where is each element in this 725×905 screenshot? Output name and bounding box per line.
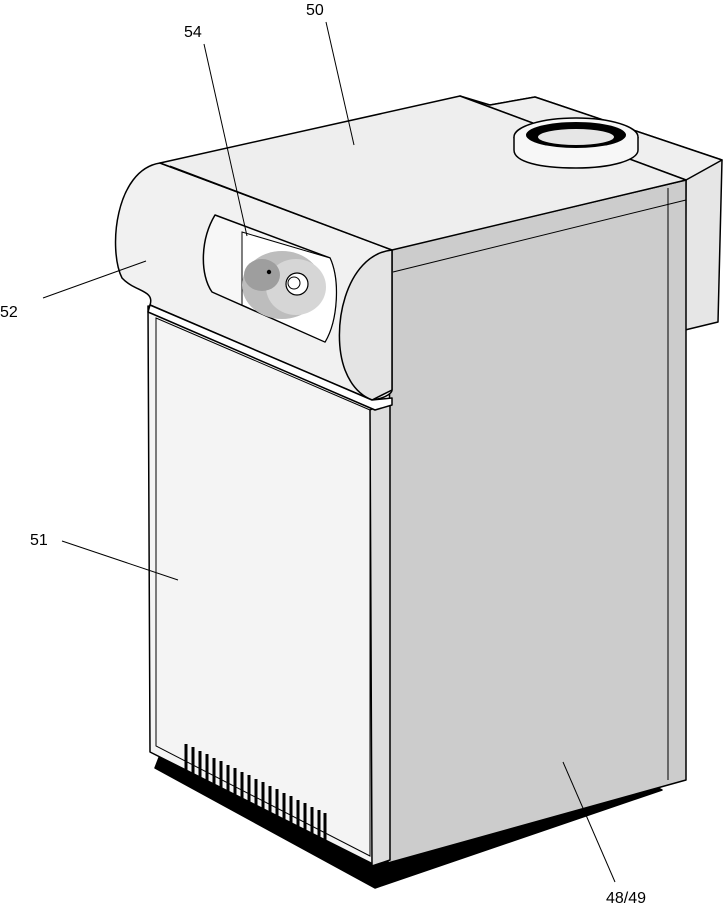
leader-50 <box>325 21 355 146</box>
dial-darker-ring <box>244 259 280 291</box>
front-panel-side-strip <box>369 399 391 867</box>
leader-54 <box>203 43 248 237</box>
callout-52: 52 <box>0 304 18 321</box>
callout-50: 50 <box>306 2 324 19</box>
vent-grille <box>184 744 327 840</box>
front-panel-inner-border <box>155 317 371 857</box>
side-panel-48-49 <box>387 179 687 864</box>
housing-ledge <box>147 304 393 411</box>
callout-51: 51 <box>30 532 48 549</box>
callout-54: 54 <box>184 24 202 41</box>
side-panel-top-edge <box>392 199 687 273</box>
top-panel-front-edge <box>169 165 393 251</box>
control-knob-cap <box>287 276 301 290</box>
indicator-dot <box>266 269 272 275</box>
callout-48-49: 48/49 <box>606 890 646 905</box>
leader-51 <box>61 540 179 581</box>
leader-52 <box>42 260 147 299</box>
leader-48-49 <box>562 761 616 883</box>
flue-opening-inner <box>538 129 614 145</box>
